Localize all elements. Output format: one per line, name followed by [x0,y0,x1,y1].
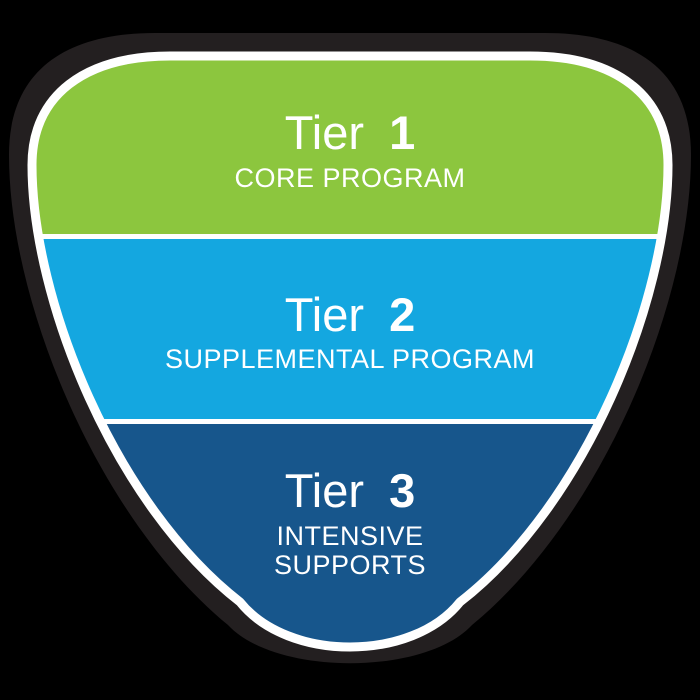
tier3-heading-number: 3 [389,464,415,517]
tier1-heading: Tier 1 [285,106,415,159]
tier2-band [32,239,668,419]
tier2-subtitle: SUPPLEMENTAL PROGRAM [165,344,535,374]
tier3-subtitle-line1: INTENSIVE [276,521,423,551]
tier1-band [32,56,668,234]
tier2-tier3-divider [32,419,668,424]
tier1-heading-word: Tier [285,106,364,159]
tier2-heading: Tier 2 [285,288,415,341]
tier1-subtitle: CORE PROGRAM [234,163,465,193]
tier2-heading-word: Tier [285,288,364,341]
tier2-heading-number: 2 [389,288,415,341]
tier1-tier2-divider [32,234,668,239]
tier3-heading-word: Tier [285,464,364,517]
tier3-subtitle-line2: SUPPORTS [274,550,426,580]
tier1-heading-number: 1 [389,106,415,159]
triangle-white-border [27,51,673,652]
tier3-heading: Tier 3 [285,464,415,517]
